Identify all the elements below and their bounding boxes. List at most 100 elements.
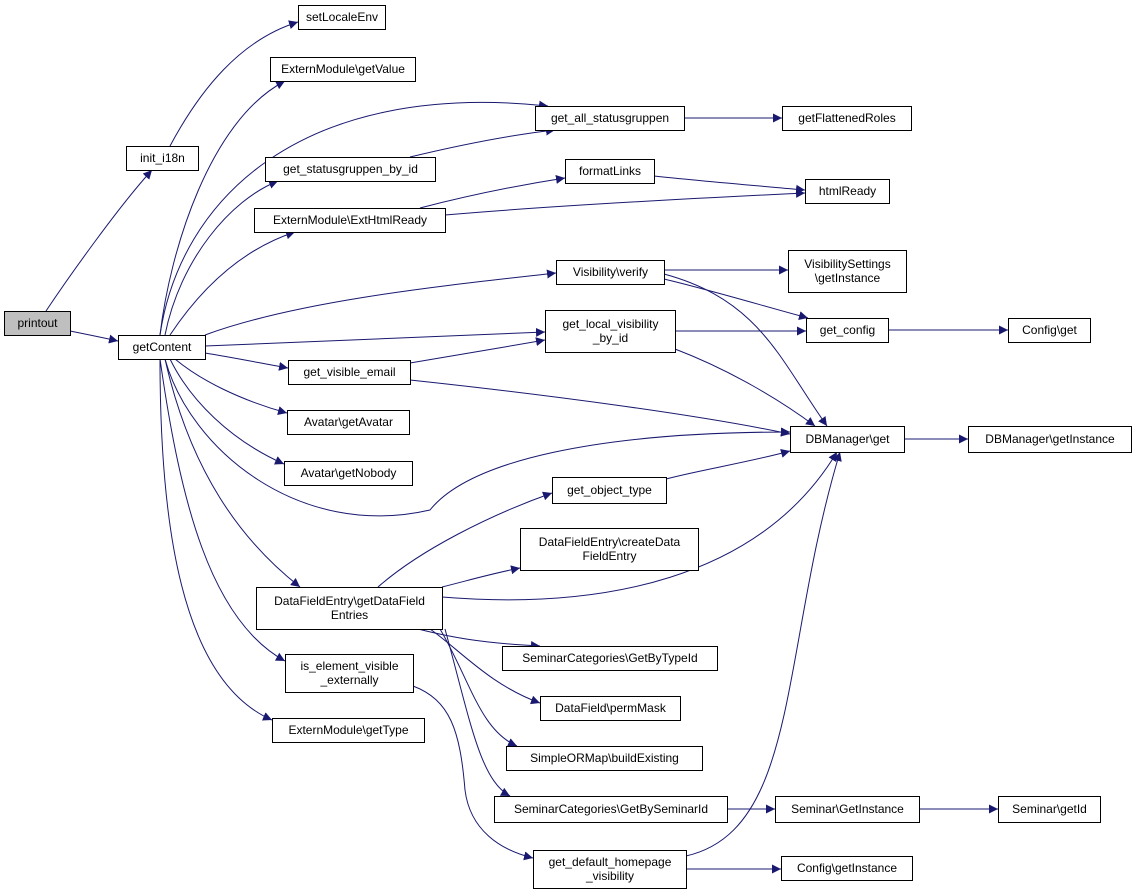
- edge-dfe_getDataFieldEntries-to-dfe_createDataFieldEntry: [441, 565, 521, 588]
- node-label: SeminarCategories\GetBySeminarId: [514, 802, 708, 816]
- node-ext-ExtHtmlReady[interactable]: ExternModule\ExtHtmlReady: [254, 208, 446, 233]
- node-label: DBManager\get: [805, 432, 890, 446]
- node-box: [552, 477, 667, 504]
- node-label: is_element_visible: [300, 659, 398, 673]
- node-label: get_object_type: [567, 483, 652, 497]
- node-box: [565, 159, 655, 184]
- node-label: setLocaleEnv: [306, 10, 378, 24]
- node-box: [285, 654, 414, 693]
- node-label: printout: [17, 316, 58, 330]
- edge-vis_verify-to-get_config: [663, 278, 809, 320]
- edge-getContent-to-dbmanager_get: [164, 358, 791, 517]
- edge-getContent-to-get_local_visibility_by_id: [204, 327, 546, 347]
- edge-getContent-to-ext_getType: [159, 358, 273, 721]
- node-semcat-getByTypeId[interactable]: SeminarCategories\GetByTypeId: [502, 646, 718, 671]
- node-seminar-getInstance[interactable]: Seminar\GetInstance: [775, 796, 920, 823]
- node-box: [256, 587, 443, 630]
- node-vis-verify[interactable]: Visibility\verify: [556, 260, 665, 285]
- node-box: [968, 426, 1132, 453]
- edge-dfe_getDataFieldEntries-to-semcat_getBySeminarId: [444, 628, 511, 797]
- node-box: [556, 260, 665, 285]
- node-box: [533, 850, 687, 889]
- node-label: Visibility\verify: [573, 265, 648, 279]
- node-box: [288, 360, 411, 385]
- node-simpleormap-buildExisting[interactable]: SimpleORMap\buildExisting: [506, 746, 703, 771]
- node-box: [506, 746, 703, 771]
- node-seminar-getId[interactable]: Seminar\getId: [998, 796, 1101, 823]
- node-label: Entries: [331, 608, 368, 622]
- node-label: getFlattenedRoles: [798, 111, 895, 125]
- node-box: [1008, 318, 1091, 343]
- edge-get_object_type-to-dbmanager_get: [665, 449, 791, 480]
- node-init-i18n[interactable]: init_i18n: [126, 146, 199, 171]
- node-box: [781, 856, 913, 881]
- node-get-statusgruppen-by-id[interactable]: get_statusgruppen_by_id: [265, 157, 436, 182]
- edge-getContent-to-is_element_visible_externally: [159, 358, 286, 662]
- node-label: Seminar\GetInstance: [791, 802, 904, 816]
- node-config-getInstance[interactable]: Config\getInstance: [781, 856, 913, 881]
- node-label: Avatar\getNobody: [301, 466, 397, 480]
- node-get-default-homepage-visibility[interactable]: get_default_homepage_visibility: [533, 850, 687, 889]
- node-label: Config\get: [1022, 323, 1077, 337]
- node-box: [998, 796, 1101, 823]
- node-htmlReady[interactable]: htmlReady: [805, 179, 890, 204]
- node-printout[interactable]: printout: [4, 311, 71, 336]
- node-label: ExternModule\getValue: [281, 62, 405, 76]
- node-semcat-getBySeminarId[interactable]: SeminarCategories\GetBySeminarId: [494, 796, 728, 823]
- edge-dfe_getDataFieldEntries-to-semcat_getByTypeId: [417, 628, 541, 651]
- node-box: [775, 796, 920, 823]
- node-dbmanager-get[interactable]: DBManager\get: [790, 426, 905, 453]
- node-label: _externally: [319, 673, 378, 687]
- node-box: [298, 5, 386, 30]
- node-box: [126, 146, 199, 171]
- node-get-all-statusgruppen[interactable]: get_all_statusgruppen: [535, 106, 685, 131]
- node-dbmanager-getInstance[interactable]: DBManager\getInstance: [968, 426, 1132, 453]
- edge-getContent-to-ext_ExtHtmlReady: [169, 230, 296, 336]
- node-box: [805, 179, 890, 204]
- node-label: FieldEntry: [582, 549, 636, 563]
- node-datafield-permMask[interactable]: DataField\permMask: [540, 696, 681, 721]
- node-label: get_visible_email: [303, 365, 395, 379]
- node-config-get[interactable]: Config\get: [1008, 318, 1091, 343]
- node-avatar-getAvatar[interactable]: Avatar\getAvatar: [287, 410, 410, 435]
- node-box: [790, 426, 905, 453]
- node-box: [545, 310, 676, 353]
- edge-printout-to-getContent: [69, 330, 119, 344]
- node-getFlattenedRoles[interactable]: getFlattenedRoles: [782, 106, 912, 131]
- node-label: ExternModule\ExtHtmlReady: [273, 213, 427, 227]
- edge-getContent-to-avatar_getAvatar: [174, 358, 288, 415]
- node-box: [4, 311, 71, 336]
- node-getContent[interactable]: getContent: [118, 335, 206, 360]
- node-setLocaleEnv[interactable]: setLocaleEnv: [298, 5, 386, 30]
- edge-get_statusgruppen_by_id-to-get_all_statusgruppen: [409, 126, 556, 158]
- node-box: [806, 318, 889, 343]
- edge-get_local_visibility_by_id-to-dbmanager_get: [674, 348, 816, 427]
- edge-is_element_visible_externally-to-get_default_homepage_visibility: [412, 685, 534, 861]
- node-ext-getType[interactable]: ExternModule\getType: [272, 718, 425, 743]
- node-visSettings-getInstance[interactable]: VisibilitySettings\getInstance: [788, 250, 907, 293]
- node-box: [788, 250, 907, 293]
- node-get-local-visibility-by-id[interactable]: get_local_visibility_by_id: [545, 310, 676, 353]
- node-ext-getValue[interactable]: ExternModule\getValue: [270, 57, 416, 82]
- node-get-visible-email[interactable]: get_visible_email: [288, 360, 411, 385]
- edge-dfe_getDataFieldEntries-to-datafield_permMask: [429, 628, 541, 705]
- node-get-config[interactable]: get_config: [806, 318, 889, 343]
- node-label: SimpleORMap\buildExisting: [530, 751, 679, 765]
- edge-get_visible_email-to-get_local_visibility_by_id: [409, 337, 546, 364]
- node-formatLinks[interactable]: formatLinks: [565, 159, 655, 184]
- edge-printout-to-init_i18n: [45, 169, 153, 312]
- edge-ext_ExtHtmlReady-to-formatLinks: [419, 174, 566, 209]
- edge-get_default_homepage_visibility-to-dbmanager_get: [685, 451, 842, 857]
- node-box: [782, 106, 912, 131]
- node-avatar-getNobody[interactable]: Avatar\getNobody: [284, 461, 413, 486]
- node-label: Config\getInstance: [797, 861, 897, 875]
- node-label: DataFieldEntry\createData: [539, 535, 681, 549]
- node-is-element-visible-externally[interactable]: is_element_visible_externally: [285, 654, 414, 693]
- node-get-object-type[interactable]: get_object_type: [552, 477, 667, 504]
- edge-init_i18n-to-setLocaleEnv: [169, 20, 299, 147]
- node-label: DataField\permMask: [555, 701, 667, 715]
- node-box: [270, 57, 416, 82]
